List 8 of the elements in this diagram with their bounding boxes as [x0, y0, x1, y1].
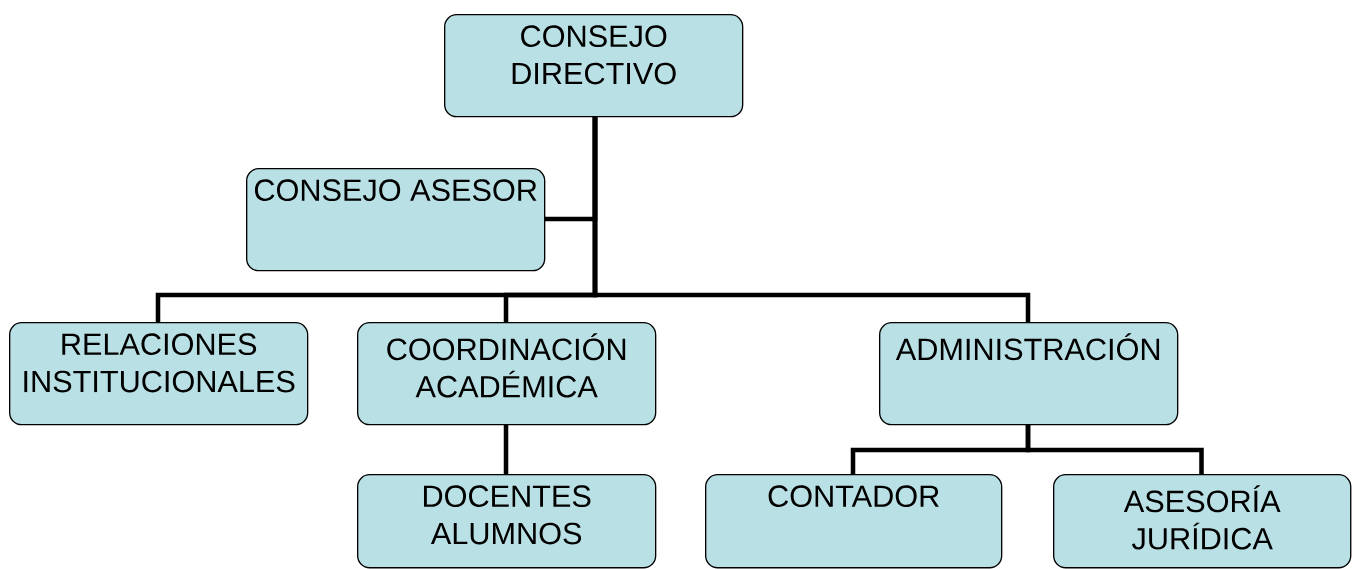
- org-box: CONSEJO DIRECTIVO: [444, 14, 744, 118]
- org-box: CONTADOR: [705, 474, 1003, 569]
- org-box: ASESORÍA JURÍDICA: [1053, 474, 1352, 569]
- org-box: DOCENTES ALUMNOS: [357, 474, 657, 569]
- org-box: ADMINISTRACIÓN: [879, 322, 1179, 426]
- org-box: CONSEJO ASESOR: [246, 168, 546, 272]
- org-box: COORDINACIÓN ACADÉMICA: [357, 322, 657, 426]
- org-box: RELACIONES INSTITUCIONALES: [9, 322, 309, 426]
